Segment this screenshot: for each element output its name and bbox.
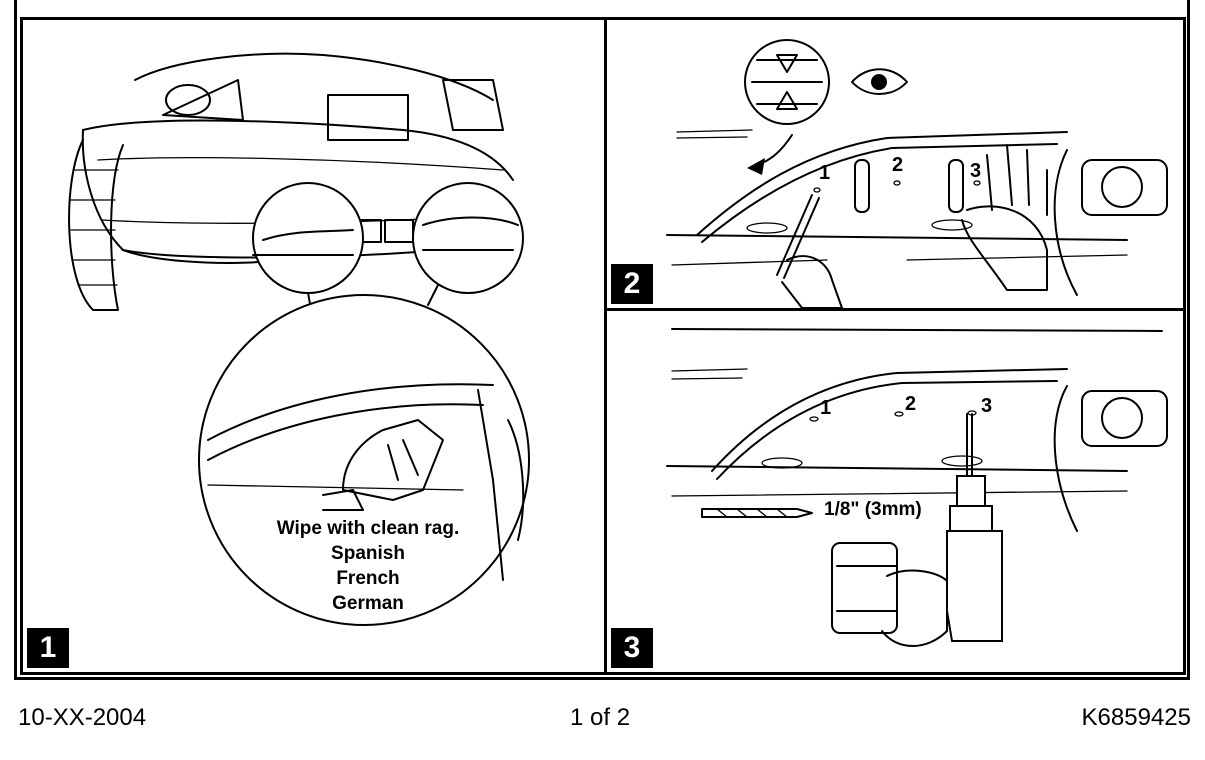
rear-bumper-illustration (68, 52, 530, 626)
step-2-hole-label-2: 2 (892, 154, 904, 176)
outer-frame (14, 0, 1190, 680)
callout-line-instruction: Wipe with clean rag. (276, 518, 460, 539)
panel-step-1: Wipe with clean rag. Spanish French Germ… (23, 20, 604, 672)
drilling-illustration (666, 328, 1168, 647)
step-1-callout: Wipe with clean rag. Spanish French Germ… (253, 516, 483, 616)
step-2-hole-label-1: 1 (819, 162, 831, 184)
panel-step-3: 1 2 3 1/8" (3mm) 3 (607, 311, 1186, 672)
step-3-badge: 3 (611, 628, 653, 668)
callout-line-french: French (336, 568, 400, 589)
step-3-hole-label-1: 1 (820, 397, 832, 419)
step-2-badge: 2 (611, 264, 653, 304)
callout-line-spanish: Spanish (331, 543, 405, 564)
panel-step-2: 1 2 3 2 (607, 20, 1186, 308)
footer-page-number: 1 of 2 (570, 704, 631, 731)
step-2-hole-label-3: 3 (970, 160, 982, 182)
panel-divider-vertical (604, 17, 607, 675)
callout-line-german: German (332, 593, 404, 614)
hole-marking-illustration (666, 39, 1168, 308)
step-3-hole-label-2: 2 (905, 393, 917, 415)
eye-icon (851, 68, 908, 95)
step-1-badge: 1 (27, 628, 69, 668)
drill-bit-size-label: 1/8" (3mm) (824, 499, 922, 520)
panel-divider-horizontal (604, 308, 1186, 311)
step-3-hole-label-3: 3 (981, 395, 993, 417)
footer-part-number: K6859425 (1081, 704, 1191, 731)
footer-date: 10-XX-2004 (18, 704, 147, 731)
